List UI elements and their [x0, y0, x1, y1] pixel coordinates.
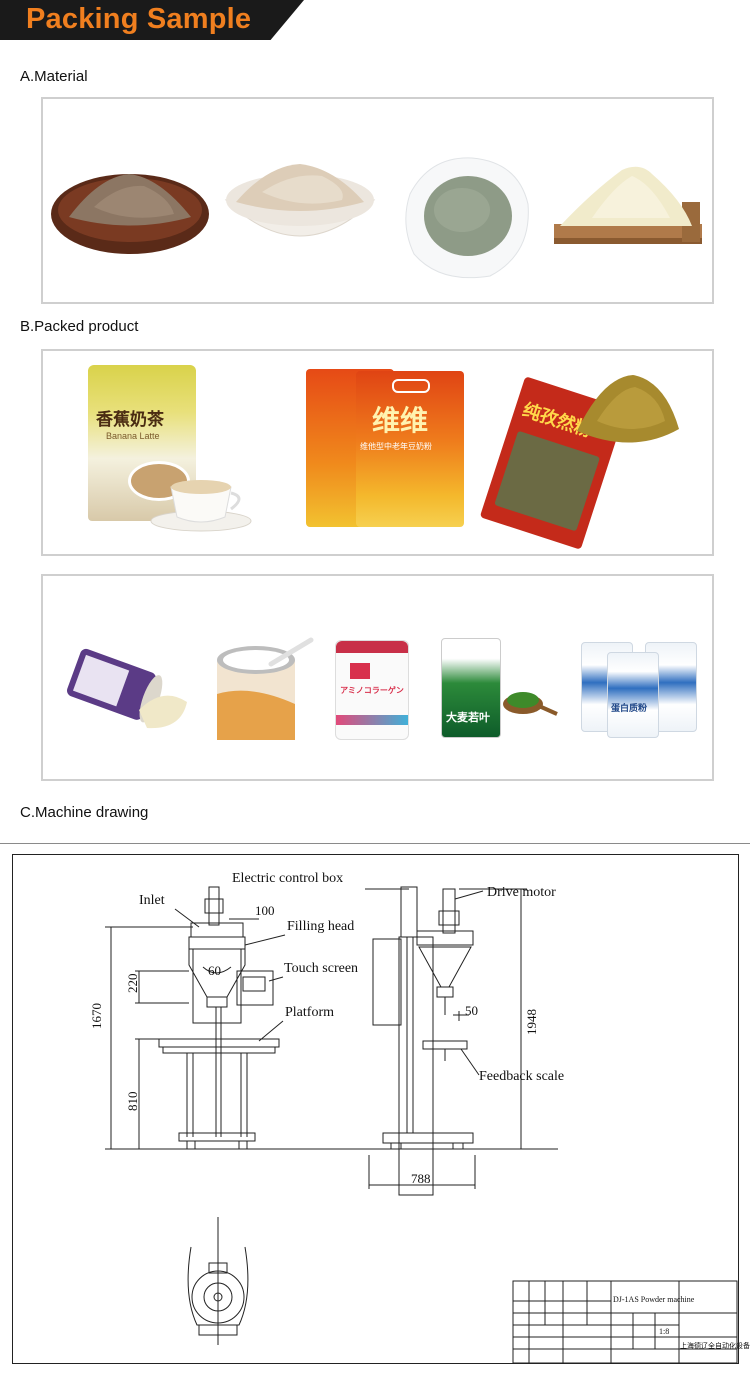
- green-powder-spoon-image: [503, 692, 558, 716]
- coffee-cup-image: [150, 480, 252, 532]
- purple-can-image: [67, 648, 187, 729]
- section-machine-heading: C.Machine drawing: [20, 804, 149, 821]
- platform-label: Platform: [285, 1005, 334, 1020]
- barley-label: 大麦若叶: [446, 711, 490, 724]
- collagen-label: アミノコラーゲン: [340, 686, 404, 695]
- barley-grass-jar-image: 大麦若叶: [441, 638, 501, 738]
- weiwei-label: 维维: [372, 404, 429, 437]
- green-powder-plate-image: [405, 157, 529, 279]
- cumin-pile-image: [577, 375, 679, 443]
- machine-drawing-frame: Electric control box Inlet 100 Filling h…: [12, 854, 750, 1364]
- title-block-scale: 1:8: [659, 1327, 670, 1336]
- dim-1948-label: 1948: [524, 1009, 539, 1035]
- dim-100-label: 100: [255, 903, 275, 918]
- drive-motor-label: Drive motor: [487, 885, 556, 900]
- beige-powder-bowl-image: [224, 164, 376, 237]
- weiwei-sub-label: 维他型中老年豆奶粉: [360, 442, 432, 451]
- banana-latte-cn-label: 香蕉奶茶: [96, 410, 164, 430]
- dim-60-label: 60: [208, 963, 221, 978]
- filling-head-label: Filling head: [287, 919, 355, 934]
- brown-powder-bowl-image: [51, 174, 209, 254]
- section-divider: [0, 843, 750, 844]
- section-packed-heading: B.Packed product: [20, 318, 139, 335]
- dim-810-label: 810: [125, 1091, 140, 1112]
- page-title: Packing Sample: [26, 3, 252, 35]
- dim-220-label: 220: [125, 973, 140, 994]
- banana-latte-en-label: Banana Latte: [106, 431, 160, 441]
- packed-bags-panel: 香蕉奶茶 Banana Latte 维维 维他型中老年豆奶粉 纯孜然粉: [41, 349, 714, 556]
- inlet-label: Inlet: [139, 893, 165, 908]
- milk-powder-tin-image: [217, 637, 314, 740]
- protein-label: 蛋白质粉: [611, 704, 648, 714]
- dim-50-label: 50: [465, 1003, 478, 1018]
- feedback-scale-label: Feedback scale: [479, 1069, 565, 1084]
- touch-screen-label: Touch screen: [284, 961, 359, 976]
- dim-788-label: 788: [411, 1171, 431, 1186]
- material-panel: [41, 97, 714, 304]
- protein-jar-front-image: 蛋白质粉: [607, 652, 659, 738]
- title-banner: Packing Sample: [0, 0, 304, 40]
- collagen-can-image: アミノコラーゲン: [335, 640, 409, 740]
- weiwei-bag-front-image: 维维 维他型中老年豆奶粉: [356, 371, 464, 527]
- title-block-name: DJ-1AS Powder machine: [613, 1295, 695, 1304]
- white-powder-tray-image: [554, 166, 702, 244]
- electric-control-box-label: Electric control box: [232, 871, 344, 886]
- machine-drawing-svg: [105, 886, 738, 1363]
- section-material-heading: A.Material: [20, 68, 88, 85]
- title-block-company: 上海德辽全自动化设备有限公司: [680, 1342, 750, 1350]
- dim-1670-label: 1670: [89, 1003, 104, 1029]
- packed-cans-panel: アミノコラーゲン 大麦若叶 蛋白质粉: [41, 574, 714, 781]
